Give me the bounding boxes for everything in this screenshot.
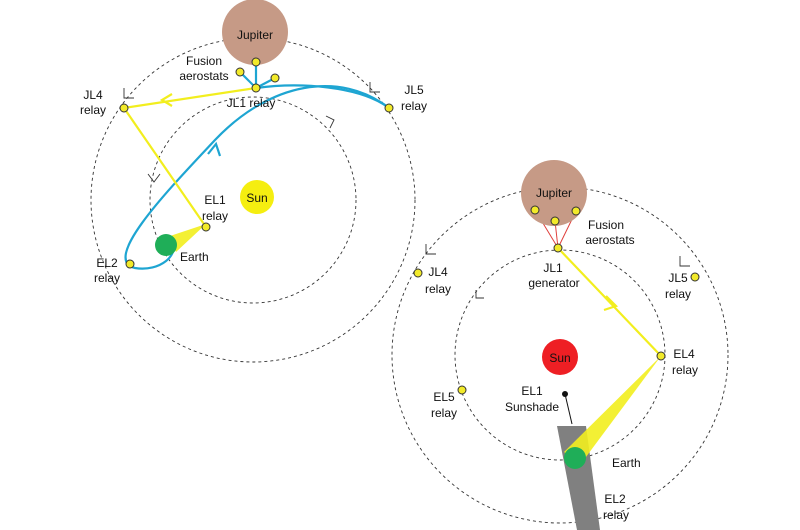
- left-el2-label-1: EL2: [96, 256, 118, 270]
- right-aerostat-node-3: [571, 206, 581, 216]
- right-aerostat-node-1: [530, 205, 540, 215]
- left-orbit-tick-jl5: [369, 82, 380, 93]
- left-jl4-label-2: relay: [80, 103, 106, 117]
- left-jl5-label-2: relay: [401, 99, 427, 113]
- left-aerostat-node-2: [251, 57, 261, 67]
- left-jupiter-label: Jupiter: [237, 28, 273, 42]
- right-orbit-tick-inner-left: [475, 290, 484, 299]
- left-aerostat-node-3: [270, 73, 280, 83]
- left-orbit-tick-inner-left: [147, 173, 161, 183]
- right-el5-node: [457, 385, 467, 395]
- right-el4-node: [656, 351, 666, 361]
- left-aerostat-node-1: [235, 67, 245, 77]
- left-yellow-cone: [170, 224, 206, 252]
- right-sunshade-tip: [562, 391, 568, 397]
- right-jl1-label-1: JL1: [543, 261, 563, 275]
- left-earth: [155, 234, 177, 256]
- right-orbit-tick-jl5: [679, 256, 690, 267]
- right-el5-label-2: relay: [431, 406, 457, 420]
- left-diagram: Jupiter Sun Earth Fusion aerostats JL1 r…: [80, 0, 427, 363]
- right-sunshade-stem: [564, 393, 573, 425]
- right-el5-label-1: EL5: [433, 390, 455, 404]
- left-yellow-arrow: [159, 93, 173, 107]
- right-jl1-node: [553, 243, 563, 253]
- left-jl4-label-1: JL4: [83, 88, 103, 102]
- left-fusion-label-2: aerostats: [179, 69, 228, 83]
- left-el2-node: [125, 259, 135, 269]
- right-sun: [542, 339, 578, 375]
- right-fusion-label-1: Fusion: [588, 218, 624, 232]
- left-el1-node: [201, 222, 211, 232]
- left-sun-label: Sun: [246, 191, 267, 205]
- left-yellow-jl1-jl4: [123, 86, 257, 110]
- left-blue-jl5-arc: [255, 84, 390, 109]
- right-jl5-label-1: JL5: [668, 271, 688, 285]
- right-jl4-node: [413, 268, 423, 278]
- left-yellow-jl4-el1: [123, 107, 207, 228]
- right-el4-label-1: EL4: [673, 347, 695, 361]
- left-orbit-tick-jl4: [123, 88, 134, 99]
- right-yellow-jl1-el4: [557, 247, 662, 357]
- left-el1-label-2: relay: [202, 209, 228, 223]
- left-earth-orbit: [149, 96, 357, 304]
- right-yellow-arrow: [603, 295, 619, 312]
- right-jupiter-label: Jupiter: [536, 186, 572, 200]
- right-yellow-cone: [564, 356, 661, 465]
- right-earth: [564, 447, 586, 469]
- right-el2-label-2: relay: [603, 508, 629, 522]
- left-jl1-node: [251, 83, 261, 93]
- right-el4-label-2: relay: [672, 363, 698, 377]
- left-el2-label-2: relay: [94, 271, 120, 285]
- right-jl4-label-2: relay: [425, 282, 451, 296]
- left-fusion-label-1: Fusion: [186, 54, 222, 68]
- right-jl5-node: [690, 272, 700, 282]
- left-jl5-node: [384, 103, 394, 113]
- right-el2-label-1: EL2: [604, 492, 626, 506]
- left-jl1-label: JL1 relay: [227, 96, 276, 110]
- left-jl5-label-1: JL5: [404, 83, 424, 97]
- right-jl5-label-2: relay: [665, 287, 691, 301]
- right-earth-label: Earth: [612, 456, 641, 470]
- left-jl4-node: [119, 103, 129, 113]
- left-earth-label: Earth: [180, 250, 209, 264]
- right-orbit-tick-jl4: [425, 244, 436, 255]
- left-jupiter: [222, 0, 288, 65]
- right-diagram: Jupiter Sun Earth Fusion aerostats JL1 g…: [391, 160, 729, 530]
- left-orbit-tick-inner-top: [325, 115, 335, 129]
- right-jupiter-orbit: [391, 186, 729, 524]
- left-blue-arrow: [207, 141, 222, 157]
- right-aerostat-node-2: [550, 216, 560, 226]
- left-sun: [240, 180, 274, 214]
- right-fusion-label-2: aerostats: [585, 233, 634, 247]
- right-el1-label-1: EL1: [521, 384, 543, 398]
- left-el1-label-1: EL1: [204, 193, 226, 207]
- right-jl4-label-1: JL4: [428, 265, 448, 279]
- right-sun-label: Sun: [549, 351, 570, 365]
- right-jl1-label-2: generator: [528, 276, 579, 290]
- right-el1-label-2: Sunshade: [505, 400, 559, 414]
